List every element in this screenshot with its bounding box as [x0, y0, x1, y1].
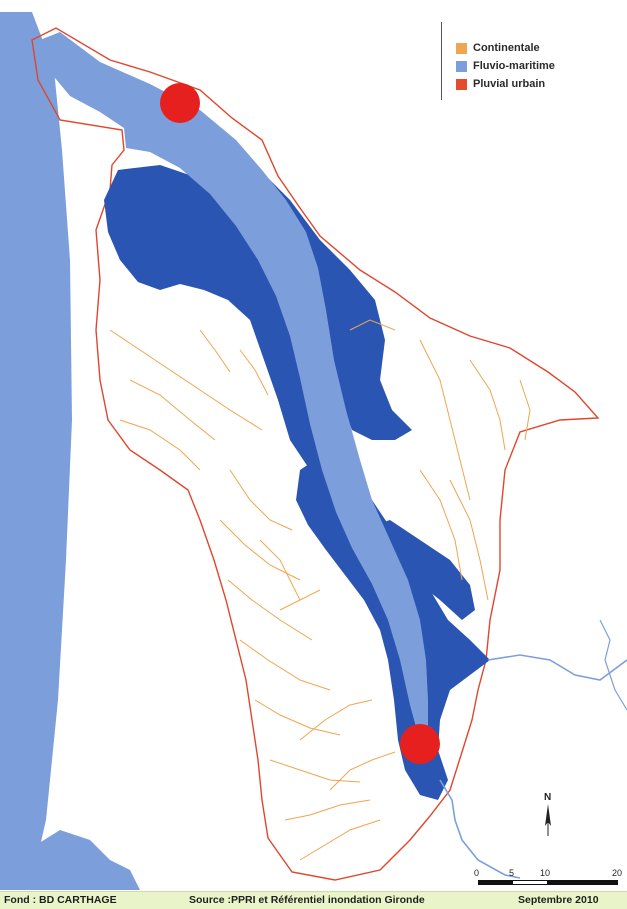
scale-bar: 0 5 10 20 [474, 868, 622, 885]
estuary [40, 32, 428, 742]
footer-source: Source :PPRI et Référentiel inondation G… [189, 894, 425, 906]
north-arrow: N [544, 792, 551, 836]
legend-item-pluvial-urbain: Pluvial urbain [456, 78, 545, 90]
legend-item-continentale: Continentale [456, 42, 540, 54]
ocean-coast [0, 12, 72, 890]
arcachon-basin [28, 830, 140, 890]
footer-fond: Fond : BD CARTHAGE [4, 894, 117, 906]
map-legend: Continentale Fluvio-maritime Pluvial urb… [441, 22, 612, 100]
legend-item-fluvio-maritime: Fluvio-maritime [456, 60, 555, 72]
legend-label: Fluvio-maritime [473, 60, 555, 72]
river-network [109, 319, 531, 861]
dordogne-upstream [487, 654, 627, 681]
footer-date: Septembre 2010 [518, 894, 599, 906]
scale-tick-5: 5 [509, 868, 514, 878]
legend-swatch-continentale [456, 42, 467, 54]
dordogne-upstream-2 [599, 619, 627, 711]
scale-tick-20: 20 [612, 868, 622, 878]
north-label: N [544, 792, 551, 803]
marker-south [400, 724, 440, 764]
catchment-boundary [31, 27, 600, 881]
marker-north [160, 83, 200, 123]
map-footer: Fond : BD CARTHAGE Source :PPRI et Référ… [0, 891, 627, 909]
garonne-upstream [439, 779, 521, 879]
scale-tick-10: 10 [540, 868, 550, 878]
legend-label: Pluvial urbain [473, 78, 546, 90]
scale-tick-0: 0 [474, 868, 479, 878]
legend-swatch-pluvial-urbain [456, 78, 467, 90]
legend-label: Continentale [473, 42, 540, 54]
legend-swatch-fluvio-maritime [456, 60, 467, 72]
